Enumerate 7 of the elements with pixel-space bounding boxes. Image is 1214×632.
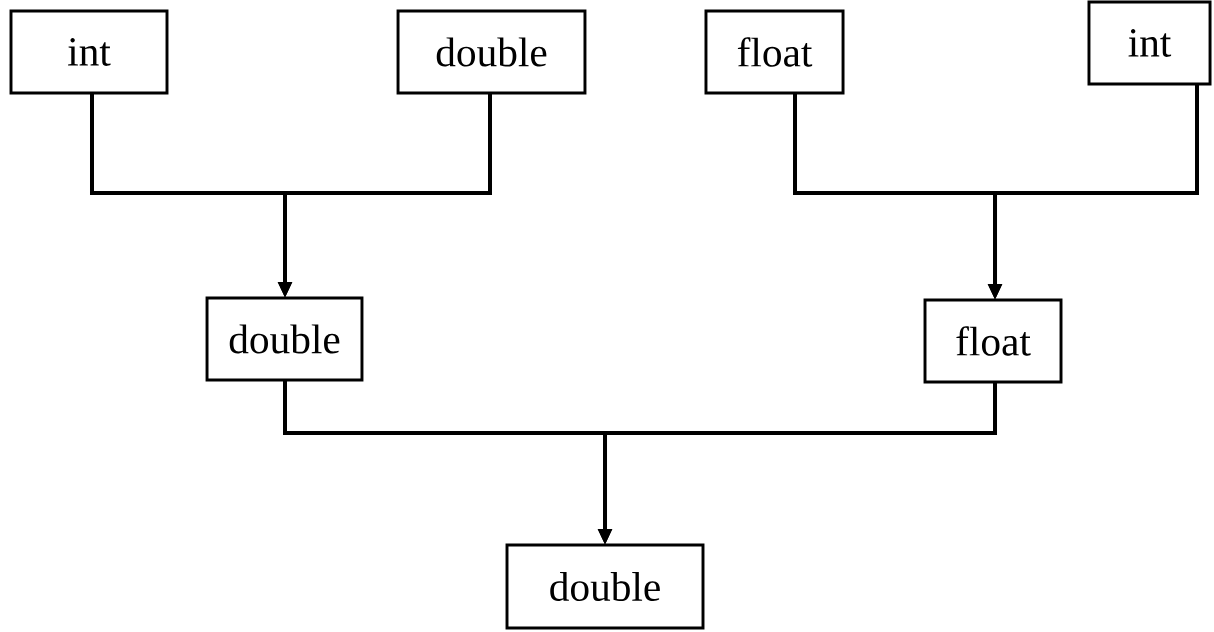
type-box: double — [205, 296, 364, 382]
type-box: double — [396, 9, 587, 95]
type-box: float — [704, 9, 845, 95]
type-box: float — [923, 298, 1063, 384]
type-box: int — [1087, 0, 1212, 86]
type-box: int — [9, 9, 169, 95]
type-box: double — [505, 543, 705, 630]
